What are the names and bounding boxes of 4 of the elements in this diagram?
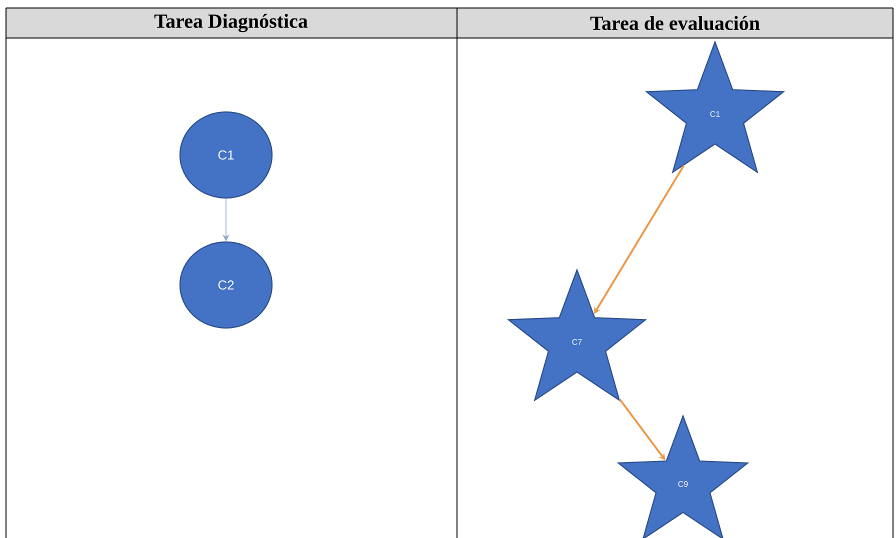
column-header: Tarea Diagnóstica bbox=[154, 14, 308, 32]
circle-node: C1 bbox=[179, 111, 273, 199]
circle-node: C2 bbox=[179, 241, 273, 329]
arrow bbox=[618, 398, 666, 460]
